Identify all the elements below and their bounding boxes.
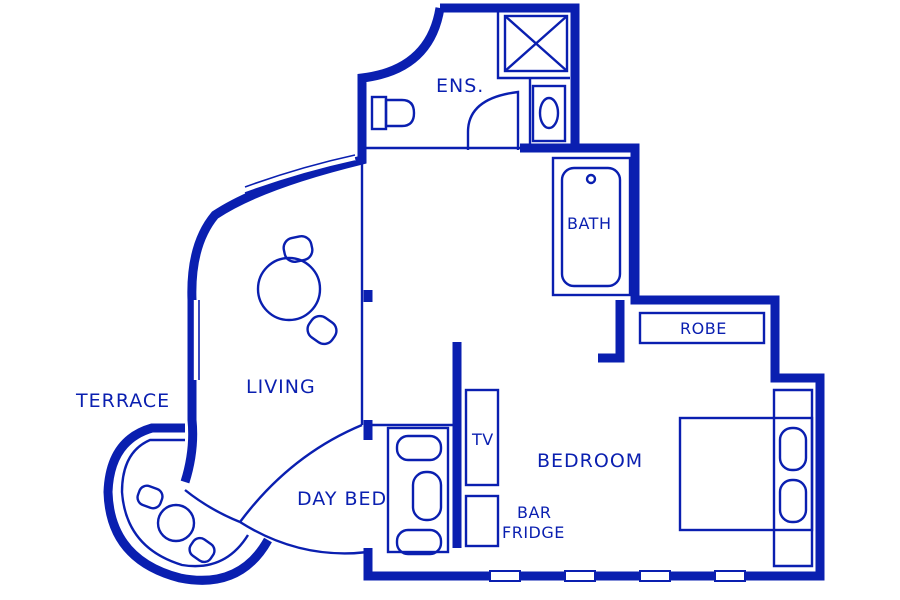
room-label-ensuite: ENS.	[436, 75, 484, 97]
basin-icon	[531, 84, 567, 143]
chair-icon	[136, 484, 164, 510]
sofa-cushion-icon	[395, 434, 443, 556]
room-label-bar-fridge-2: FRIDGE	[502, 523, 565, 542]
tv-unit: TV	[464, 388, 500, 487]
room-label-tv: TV	[471, 430, 494, 449]
pillow-icon	[778, 426, 808, 524]
bed-icon	[678, 388, 814, 568]
toilet-icon	[370, 95, 416, 131]
room-label-living: LIVING	[246, 376, 316, 398]
room-label-terrace: TERRACE	[75, 390, 170, 412]
ensuite-fixtures: ENS.	[370, 10, 570, 150]
bath-area: BATH	[551, 156, 632, 297]
door-swing-icon	[466, 90, 520, 150]
living-area: LIVING	[246, 235, 338, 398]
dining-table-icon	[256, 256, 322, 322]
bedroom-area: TV BAR FRIDGE BEDROOM	[464, 388, 814, 568]
room-label-bath: BATH	[567, 214, 611, 233]
exterior-walls	[180, 3, 825, 581]
room-label-robe: ROBE	[680, 319, 727, 338]
day-bed-area: DAY BED	[297, 426, 450, 556]
interior-walls	[239, 146, 520, 555]
chair-icon	[282, 235, 314, 263]
room-label-bar-fridge-1: BAR	[517, 503, 552, 522]
chair-icon	[188, 536, 216, 564]
room-label-bedroom: BEDROOM	[537, 450, 643, 472]
shower-icon	[503, 14, 569, 73]
room-label-day-bed: DAY BED	[297, 488, 387, 510]
robe-area: ROBE	[638, 311, 766, 345]
chair-icon	[306, 314, 338, 346]
dining-table-icon	[156, 503, 196, 543]
bar-fridge-unit: BAR FRIDGE	[464, 494, 565, 548]
terrace-area: TERRACE	[75, 390, 272, 585]
bathtub-icon	[560, 166, 622, 288]
windows	[192, 154, 746, 582]
